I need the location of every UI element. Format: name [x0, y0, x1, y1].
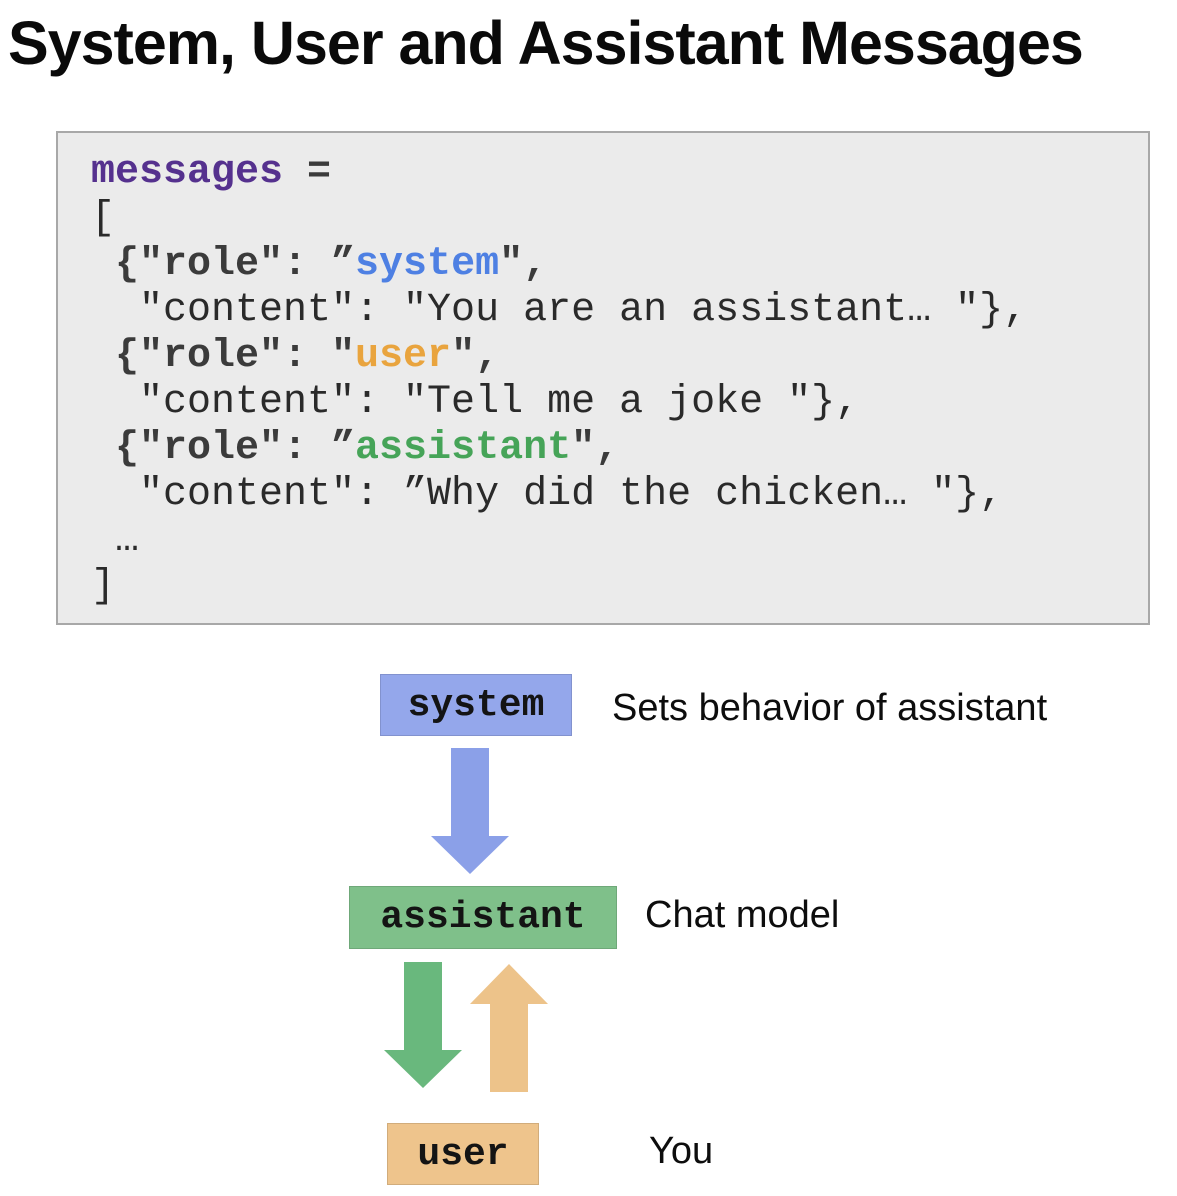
arrow-user-to-assistant-icon: [470, 964, 548, 1092]
code-line: {"role": "user",: [91, 334, 500, 379]
code-line: [: [91, 196, 116, 241]
code-line: "content": ”Why did the chicken… "},: [91, 472, 1004, 517]
code-line: …: [91, 518, 140, 563]
code-line: {"role": ”system",: [91, 242, 548, 287]
user-description: You: [649, 1130, 714, 1172]
code-line: "content": "You are an assistant… "},: [91, 288, 1028, 333]
code-content: messages =[ {"role": ”system", "content"…: [91, 150, 1140, 610]
user-node: user: [387, 1123, 539, 1185]
system-node: system: [380, 674, 572, 736]
arrow-system-to-assistant-icon: [431, 748, 509, 874]
code-line: {"role": ”assistant",: [91, 426, 620, 471]
assistant-node: assistant: [349, 886, 617, 949]
code-line: ]: [91, 564, 116, 609]
system-node-label: system: [407, 683, 545, 727]
arrow-assistant-to-user-icon: [384, 962, 462, 1088]
code-block: messages =[ {"role": ”system", "content"…: [56, 131, 1150, 625]
slide-title: System, User and Assistant Messages: [8, 9, 1084, 77]
assistant-node-label: assistant: [380, 896, 586, 939]
code-line: messages =: [91, 150, 332, 195]
code-line: "content": "Tell me a joke "},: [91, 380, 860, 425]
assistant-description: Chat model: [645, 894, 840, 936]
user-node-label: user: [417, 1132, 509, 1176]
system-description: Sets behavior of assistant: [612, 687, 1048, 729]
